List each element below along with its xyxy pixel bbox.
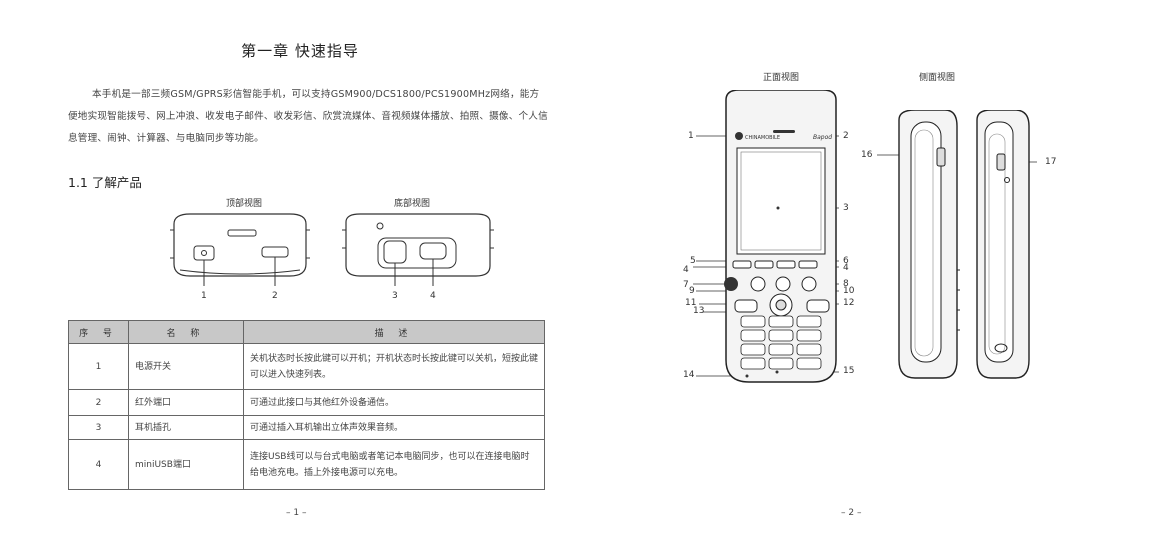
row-desc: 关机状态时长按此键可以开机；开机状态时长按此键可以关机，短按此键可以进入快速列表…: [243, 343, 545, 390]
row-name: 电源开关: [128, 343, 244, 390]
row-no: 4: [68, 439, 129, 490]
callout-3: 3: [843, 203, 849, 213]
right-page: 正面视图 侧面视图 CHINAMOBILE Bapod: [583, 0, 1166, 542]
side-view-illustration: [877, 110, 1037, 379]
callout-17: 17: [1045, 157, 1057, 167]
front-view-illustration: CHINAMOBILE Bapod: [693, 90, 839, 383]
left-page: 第一章 快速指导 本手机是一部三频GSM/GPRS彩信智能手机，可以支持GSM9…: [68, 42, 548, 518]
table-header-row: 序 号 名 称 描 述: [68, 320, 545, 344]
parts-table: 序 号 名 称 描 述 1 电源开关 关机状态时长按此键可以开机；开机状态时长按…: [68, 320, 545, 490]
callout-4a: 4: [683, 265, 689, 275]
callout-13: 13: [693, 306, 705, 316]
brand-small: CHINAMOBILE: [745, 135, 780, 141]
header-desc: 描 述: [243, 320, 545, 344]
top-view-label: 顶部视图: [226, 199, 263, 209]
intro-paragraph: 本手机是一部三频GSM/GPRS彩信智能手机，可以支持GSM900/DCS180…: [68, 89, 548, 144]
row-no: 3: [68, 415, 129, 440]
callout-15: 15: [843, 366, 855, 376]
row-desc: 可通过插入耳机输出立体声效果音频。: [243, 415, 545, 440]
callout-8: 8: [843, 279, 849, 289]
callout-11: 11: [685, 298, 697, 308]
row-desc: 可通过此接口与其他红外设备通信。: [243, 389, 545, 416]
callout-4b: 4: [843, 263, 849, 273]
header-name: 名 称: [128, 320, 244, 344]
callout-10: 10: [843, 286, 855, 296]
row-name: 红外端口: [128, 389, 244, 416]
bottom-view-label: 底部视图: [394, 199, 431, 209]
section-heading: 1.1 了解产品: [68, 175, 142, 190]
chapter-title: 第一章 快速指导: [241, 42, 359, 60]
front-view-label: 正面视图: [763, 73, 800, 83]
callout-14: 14: [683, 370, 695, 380]
row-name: miniUSB端口: [128, 439, 244, 490]
row-desc: 连接USB线可以与台式电脑或者笔记本电脑同步，也可以在连接电脑时给电池充电。插上…: [243, 439, 545, 490]
callout-2: 2: [843, 131, 849, 141]
table-row: 2 红外端口 可通过此接口与其他红外设备通信。: [68, 389, 545, 416]
callout-1: 1: [688, 131, 694, 141]
header-no: 序 号: [68, 320, 129, 344]
table-row: 4 miniUSB端口 连接USB线可以与台式电脑或者笔记本电脑同步，也可以在连…: [68, 439, 545, 490]
callout-9: 9: [689, 286, 695, 296]
callout-1: 1: [201, 291, 207, 301]
callout-2: 2: [272, 291, 278, 301]
page-number-left: – 1 –: [286, 508, 307, 518]
top-view-illustration: 1 2: [170, 213, 310, 301]
page-number-right: – 2 –: [841, 508, 862, 518]
callout-5: 5: [690, 256, 696, 266]
callout-12: 12: [843, 298, 855, 308]
callout-3: 3: [392, 291, 398, 301]
side-view-label: 侧面视图: [919, 73, 956, 83]
bottom-view-illustration: 3 4: [342, 213, 494, 301]
table-row: 3 耳机插孔 可通过插入耳机输出立体声效果音频。: [68, 415, 545, 440]
brand-right: Bapod: [813, 134, 832, 141]
row-name: 耳机插孔: [128, 415, 244, 440]
row-no: 2: [68, 389, 129, 416]
callout-6: 6: [843, 256, 849, 266]
callout-7: 7: [683, 280, 689, 290]
table-row: 1 电源开关 关机状态时长按此键可以开机；开机状态时长按此键可以关机，短按此键可…: [68, 343, 545, 390]
callout-4: 4: [430, 291, 436, 301]
row-no: 1: [68, 343, 129, 390]
callout-16: 16: [861, 150, 873, 160]
